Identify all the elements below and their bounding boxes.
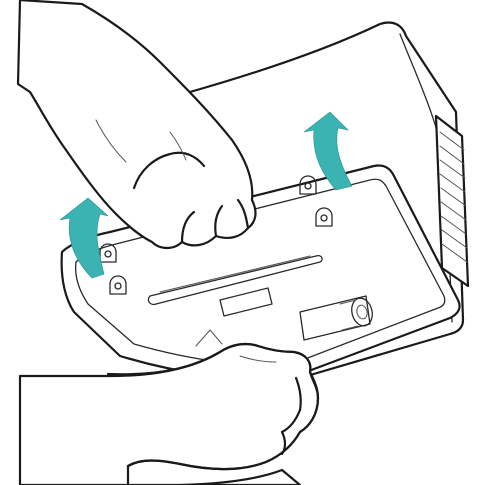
top-hand: [18, 0, 255, 248]
